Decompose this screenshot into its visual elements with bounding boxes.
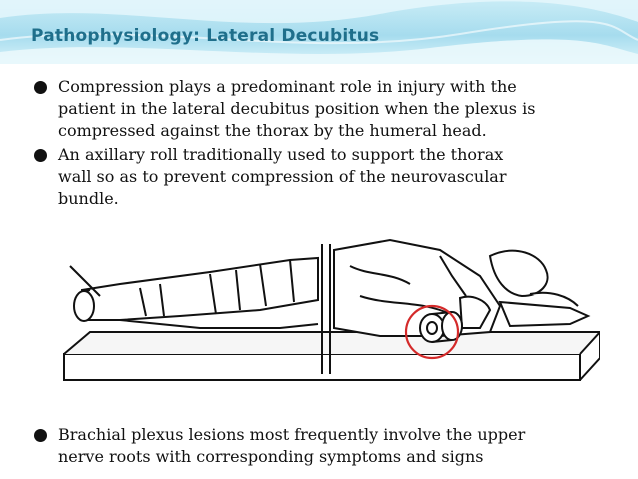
bottom-bullet-list: Brachial plexus lesions most frequently … <box>32 424 622 468</box>
bullet-line: An axillary roll traditionally used to s… <box>58 145 504 164</box>
bullet-item: Brachial plexus lesions most frequently … <box>32 424 622 468</box>
patient-legs <box>69 256 319 329</box>
header-band: Pathophysiology: Lateral Decubitus <box>0 0 638 64</box>
patient-torso <box>333 238 502 337</box>
lateral-decubitus-illustration <box>63 238 600 381</box>
bullet-item: An axillary roll traditionally used to s… <box>32 144 622 210</box>
bullet-line: compressed against the thorax by the hum… <box>58 121 487 140</box>
patient-head-arms <box>458 249 591 329</box>
bullet-line: bundle. <box>58 189 119 208</box>
highlight-circle <box>404 304 460 360</box>
header-wave-decoration <box>0 0 638 64</box>
bullet-dot-icon <box>34 429 47 442</box>
slide-title: Pathophysiology: Lateral Decubitus <box>31 26 380 46</box>
bullet-list: Compression plays a predominant role in … <box>32 76 622 210</box>
operating-table <box>63 244 600 381</box>
bullet-line: patient in the lateral decubitus positio… <box>58 99 536 118</box>
bullet-line: nerve roots with corresponding symptoms … <box>58 447 484 466</box>
bullet-line: Brachial plexus lesions most frequently … <box>58 425 526 444</box>
bullet-line: wall so as to prevent compression of the… <box>58 167 507 186</box>
bullet-dot-icon <box>34 149 47 162</box>
bullet-line: Compression plays a predominant role in … <box>58 77 517 96</box>
bullet-dot-icon <box>34 81 47 94</box>
bullet-item: Compression plays a predominant role in … <box>32 76 622 142</box>
